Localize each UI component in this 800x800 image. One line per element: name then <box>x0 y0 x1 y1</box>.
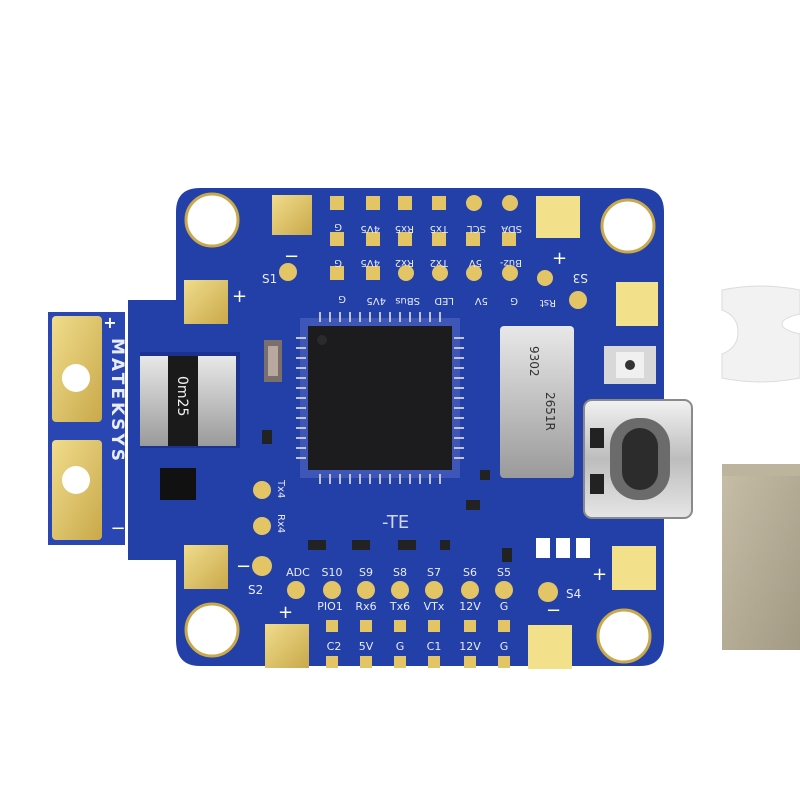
pad-label: G <box>510 295 518 306</box>
pad-label: 4V5 <box>366 295 386 306</box>
pad-label: SDA <box>501 223 522 234</box>
pad-label: 12V <box>459 600 481 613</box>
pad-label: S9 <box>359 566 373 579</box>
boot-button <box>604 346 656 384</box>
can-marking: 9302 <box>527 346 541 377</box>
minus-mark: − <box>546 600 561 621</box>
silicone-grommet <box>721 285 800 383</box>
minus-mark: − <box>284 246 299 267</box>
mcu-chip <box>296 312 464 484</box>
pad-label: S8 <box>393 566 407 579</box>
pad-label: VTx <box>424 600 445 613</box>
pad-label: Tx2 <box>430 257 449 268</box>
pad-label: LED <box>434 295 454 306</box>
pad-label: Rx5 <box>395 223 414 234</box>
pad-label: 4V5 <box>360 223 380 234</box>
mosfet <box>160 468 196 500</box>
pad-label: Rx6 <box>355 600 376 613</box>
label-rx4: Rx4 <box>275 514 286 533</box>
pad-label: Rst <box>540 297 556 308</box>
label-tx4: Tx4 <box>275 479 286 498</box>
label-s3: S3 <box>573 271 588 285</box>
pad-label: C1 <box>427 640 442 653</box>
pad-label: G <box>500 600 509 613</box>
pad-label: S5 <box>497 566 511 579</box>
can-marking: 2651R <box>543 392 557 431</box>
shunt-marking: 0m25 <box>174 376 190 416</box>
pad-label: G <box>334 257 342 268</box>
smd-components <box>262 430 512 562</box>
metal-can: 9302 2651R <box>500 326 574 478</box>
pad-label: 5V <box>475 295 488 306</box>
pad-label: Tx5 <box>430 223 449 234</box>
pad-label: ADC <box>286 566 310 579</box>
brand-label: MATEKSYS <box>107 338 127 464</box>
plus-mark: + <box>278 602 293 623</box>
pad-label: S10 <box>322 566 343 579</box>
pad-label: G <box>334 221 342 232</box>
mounting-hole <box>184 192 240 248</box>
pad-label: PIO1 <box>317 600 343 613</box>
top-pad-grid: G 4V5 Rx5 Tx5 SCL SDA G 4V5 Rx2 Tx2 5V B… <box>279 195 587 309</box>
pad-label: 4V5 <box>360 257 380 268</box>
label-s1: S1 <box>262 272 277 286</box>
plus-mark: + <box>552 248 567 269</box>
mounting-hole <box>184 602 240 658</box>
pad-label: Tx6 <box>389 600 410 613</box>
pad-label: 5V <box>469 257 482 268</box>
usb-c-port <box>583 399 693 519</box>
variant-mark: -TE <box>382 512 409 533</box>
power-lead-tab <box>48 312 125 545</box>
pad-label: G <box>396 640 405 653</box>
plus-mark: + <box>232 286 247 307</box>
pad-label: Rx2 <box>395 257 414 268</box>
mounting-hole <box>596 608 652 664</box>
pad-label: G <box>338 293 346 304</box>
pad-label: S7 <box>427 566 441 579</box>
minus-mark: − <box>110 518 125 539</box>
pad-label: S6 <box>463 566 477 579</box>
plus-mark: + <box>103 313 116 332</box>
pad-label: C2 <box>327 640 342 653</box>
label-s4: S4 <box>566 587 581 601</box>
bottom-pads <box>287 581 513 668</box>
current-shunt: 0m25 <box>140 352 240 448</box>
pad-label: 5V <box>359 640 374 653</box>
label-s2: S2 <box>248 583 263 597</box>
pad-label: 12V <box>459 640 481 653</box>
pad-label: Buz- <box>500 257 522 268</box>
pad-label: SBus <box>395 295 420 306</box>
square-pads <box>184 195 658 669</box>
minus-mark: − <box>236 556 251 577</box>
pad-label: G <box>500 640 509 653</box>
pad-label: SCL <box>467 223 486 234</box>
side-pads <box>252 481 558 602</box>
status-leds <box>536 538 590 558</box>
foam-pad <box>722 464 800 650</box>
plus-mark: + <box>592 564 607 585</box>
mounting-hole <box>600 198 656 254</box>
